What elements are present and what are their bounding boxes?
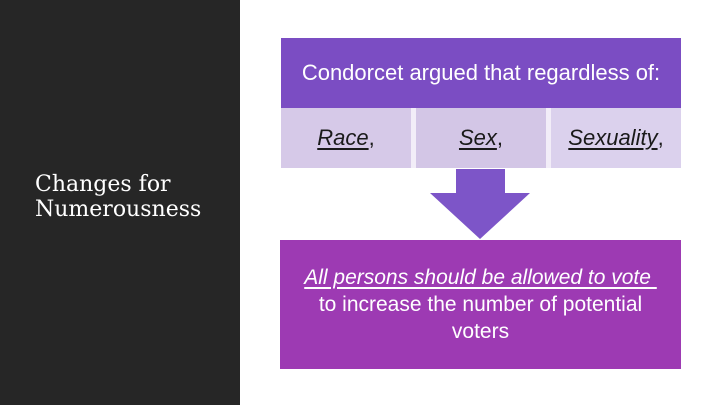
category-suffix: ,: [368, 125, 375, 150]
left-panel: Changes for Numerousness: [0, 0, 240, 405]
conclusion-body-text: to increase the number of potential vote…: [318, 293, 643, 343]
conclusion-box: All persons should be allowed to vote to…: [280, 240, 681, 369]
premise-box: Condorcet argued that regardless of:: [281, 38, 681, 108]
category-cell-sex: Sex,: [416, 108, 546, 168]
category-cell-race: Race,: [281, 108, 411, 168]
category-word: Race: [317, 125, 369, 150]
category-suffix: ,: [657, 125, 664, 150]
category-cell-sexuality: Sexuality,: [551, 108, 681, 168]
slide-title: Changes for Numerousness: [35, 172, 202, 222]
premise-text: Condorcet argued that regardless of:: [301, 60, 661, 85]
down-arrow-icon: [430, 169, 530, 239]
category-suffix: ,: [496, 125, 504, 150]
category-row: Race, Sex, Sexuality,: [281, 108, 681, 168]
conclusion-emphasis-text: All persons should be allowed to vote: [304, 266, 657, 289]
category-word: Sex: [458, 125, 497, 150]
category-word: Sexuality: [568, 125, 658, 150]
